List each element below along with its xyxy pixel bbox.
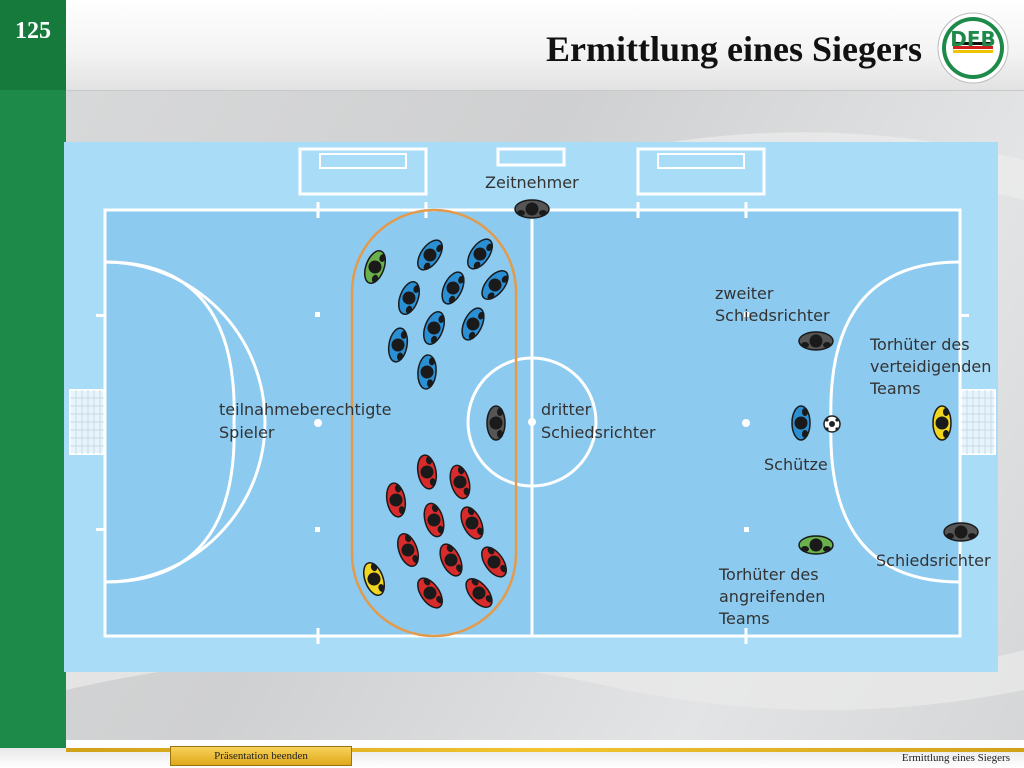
player-blue xyxy=(417,239,443,271)
label-second-ref-line2: Schiedsrichter xyxy=(715,306,830,325)
player-blue xyxy=(422,310,446,346)
player-blue xyxy=(387,327,409,363)
slide-number: 125 xyxy=(15,18,51,44)
player-blue xyxy=(441,271,465,305)
goalkeeper-green xyxy=(363,249,387,285)
player-red xyxy=(416,454,438,490)
ball-icon xyxy=(823,415,841,433)
label-third-ref-line2: Schiedsrichter xyxy=(541,423,656,442)
centre-circle xyxy=(466,356,598,488)
centre-spot xyxy=(528,418,536,426)
footer-accent xyxy=(66,748,1024,752)
logo-lettering: DFB xyxy=(950,27,996,51)
label-second-ref-line1: zweiter xyxy=(715,284,774,303)
player-red xyxy=(385,482,407,518)
player-red xyxy=(417,577,443,609)
eligible-players-zone xyxy=(350,208,518,638)
player-red xyxy=(396,532,420,568)
player-red xyxy=(460,506,484,540)
bench-area-left xyxy=(298,147,428,196)
futsal-field-diagram: Zeitnehmer teilnahmeberechtigte Spieler … xyxy=(64,142,998,672)
penalty-area-left xyxy=(104,260,236,584)
player-blue xyxy=(461,307,485,341)
side-bar xyxy=(0,0,66,768)
label-third-ref-line1: dritter xyxy=(541,400,592,419)
referee-figure xyxy=(943,522,979,542)
player-red xyxy=(465,578,493,608)
timekeeper-figure xyxy=(514,199,550,219)
shooter-figure xyxy=(791,405,811,441)
end-presentation-button[interactable]: Präsentation beenden xyxy=(170,746,352,766)
label-eligible-line1: teilnahmeberechtigte xyxy=(219,400,392,419)
second-referee-figure xyxy=(798,331,834,351)
attacking-goalkeeper-figure xyxy=(798,535,834,555)
player-blue xyxy=(397,280,421,316)
bench-area-left-inner xyxy=(319,153,407,169)
third-referee-figure xyxy=(486,405,506,441)
player-red xyxy=(423,502,445,538)
label-att-gk-line1: Torhüter des xyxy=(718,565,819,584)
side-bar-cap xyxy=(0,0,66,90)
slide-header xyxy=(0,0,1024,91)
dfb-logo: DFB xyxy=(937,12,1009,84)
penalty-spot-left xyxy=(314,419,322,427)
player-red xyxy=(481,546,507,578)
defending-goalkeeper-figure xyxy=(932,405,952,441)
goalkeeper-yellow xyxy=(362,561,386,597)
bench-area-right-inner xyxy=(657,153,745,169)
players-layer xyxy=(362,199,979,609)
player-red xyxy=(439,543,463,577)
player-blue xyxy=(467,238,493,270)
label-def-gk-line3: Teams xyxy=(869,379,921,398)
label-eligible-line2: Spieler xyxy=(219,423,275,442)
footer-title: Ermittlung eines Siegers xyxy=(901,752,1010,764)
label-att-gk-line2: angreifenden xyxy=(719,587,825,606)
player-blue xyxy=(417,354,437,390)
label-referee: Schiedsrichter xyxy=(876,551,991,570)
penalty-spot-right xyxy=(742,419,750,427)
player-blue xyxy=(481,270,509,300)
label-shooter: Schütze xyxy=(764,455,828,474)
label-def-gk-line1: Torhüter des xyxy=(869,335,970,354)
player-red xyxy=(449,464,471,500)
bench-area-right xyxy=(636,147,766,196)
label-att-gk-line3: Teams xyxy=(718,609,770,628)
label-def-gk-line2: verteidigenden xyxy=(870,357,991,376)
label-timekeeper: Zeitnehmer xyxy=(485,173,579,192)
slide-title: Ermittlung eines Siegers xyxy=(546,29,922,69)
timekeeper-table xyxy=(496,147,566,167)
